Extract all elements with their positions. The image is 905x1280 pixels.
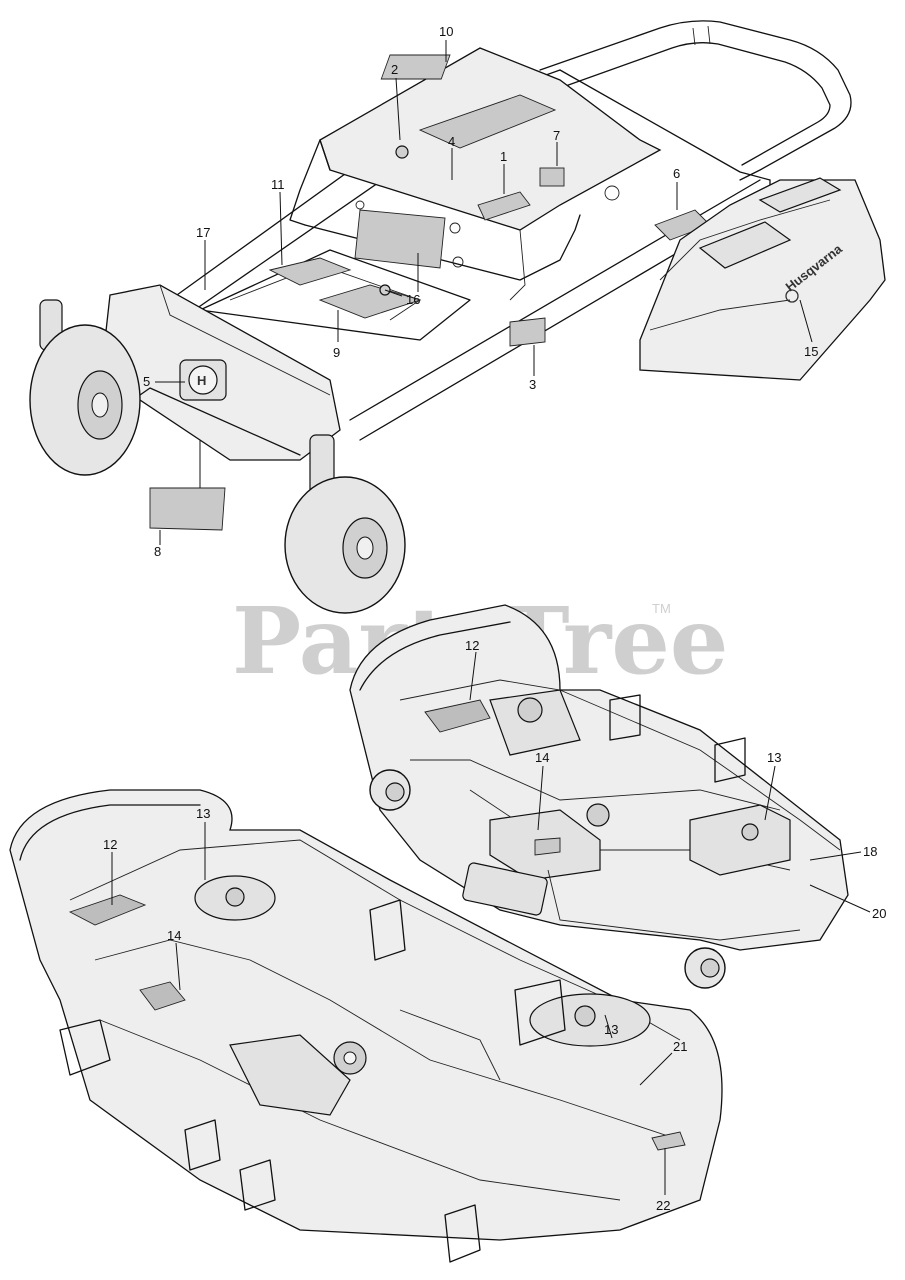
callout-12-lower: 12 [103,837,117,852]
decal-12-upper [424,699,491,733]
svg-text:H: H [197,373,206,388]
husqvarna-crown-h-icon [188,365,218,395]
callout-7: 7 [553,128,560,143]
callout-17: 17 [196,225,210,240]
deck-lower [9,789,723,1263]
hood-cover: Husqvarna [639,177,886,381]
callout-14-upper: 14 [535,750,549,765]
seat-knob-icon [395,145,409,159]
decal-9 [318,284,422,319]
decal-1 [477,191,531,221]
decal-3 [509,317,546,347]
callout-1: 1 [500,149,507,164]
callout-20: 20 [872,906,886,921]
deck-upper [349,604,849,989]
callout-15: 15 [804,344,818,359]
watermark-trademark: TM [652,601,671,616]
callout-3: 3 [529,377,536,392]
decal-4 [418,94,557,149]
callout-8: 8 [154,544,161,559]
decal-7 [539,167,565,187]
pulley-cover-13-upper [689,804,791,876]
decal-10 [380,54,451,80]
callout-5: 5 [143,374,150,389]
callout-4: 4 [448,134,455,149]
decal-14-lower [139,981,186,1011]
decal-8 [149,487,226,531]
callout-labels: 10 2 4 1 7 6 11 17 16 9 3 15 5 8 12 14 1… [103,24,886,1213]
decal-12-lower [68,894,147,926]
callout-18: 18 [863,844,877,859]
callout-13-upper: 13 [767,750,781,765]
callout-16: 16 [406,292,420,307]
decal-11 [268,257,352,286]
hood-crown-icon [785,289,799,303]
spindle-center-icon [517,697,543,723]
callout-21: 21 [673,1039,687,1054]
callout-13-left: 13 [196,806,210,821]
callout-9: 9 [333,345,340,360]
leader-lines [111,40,871,1195]
callout-10: 10 [439,24,453,39]
callout-13-right: 13 [604,1022,618,1037]
callout-2: 2 [391,62,398,77]
decal-22 [651,1131,686,1151]
callout-11: 11 [271,177,285,192]
callout-6: 6 [673,166,680,181]
callout-12-upper: 12 [465,638,479,653]
decal-seat-large [354,209,446,269]
callout-22: 22 [656,1198,670,1213]
callout-14-lower: 14 [167,928,181,943]
